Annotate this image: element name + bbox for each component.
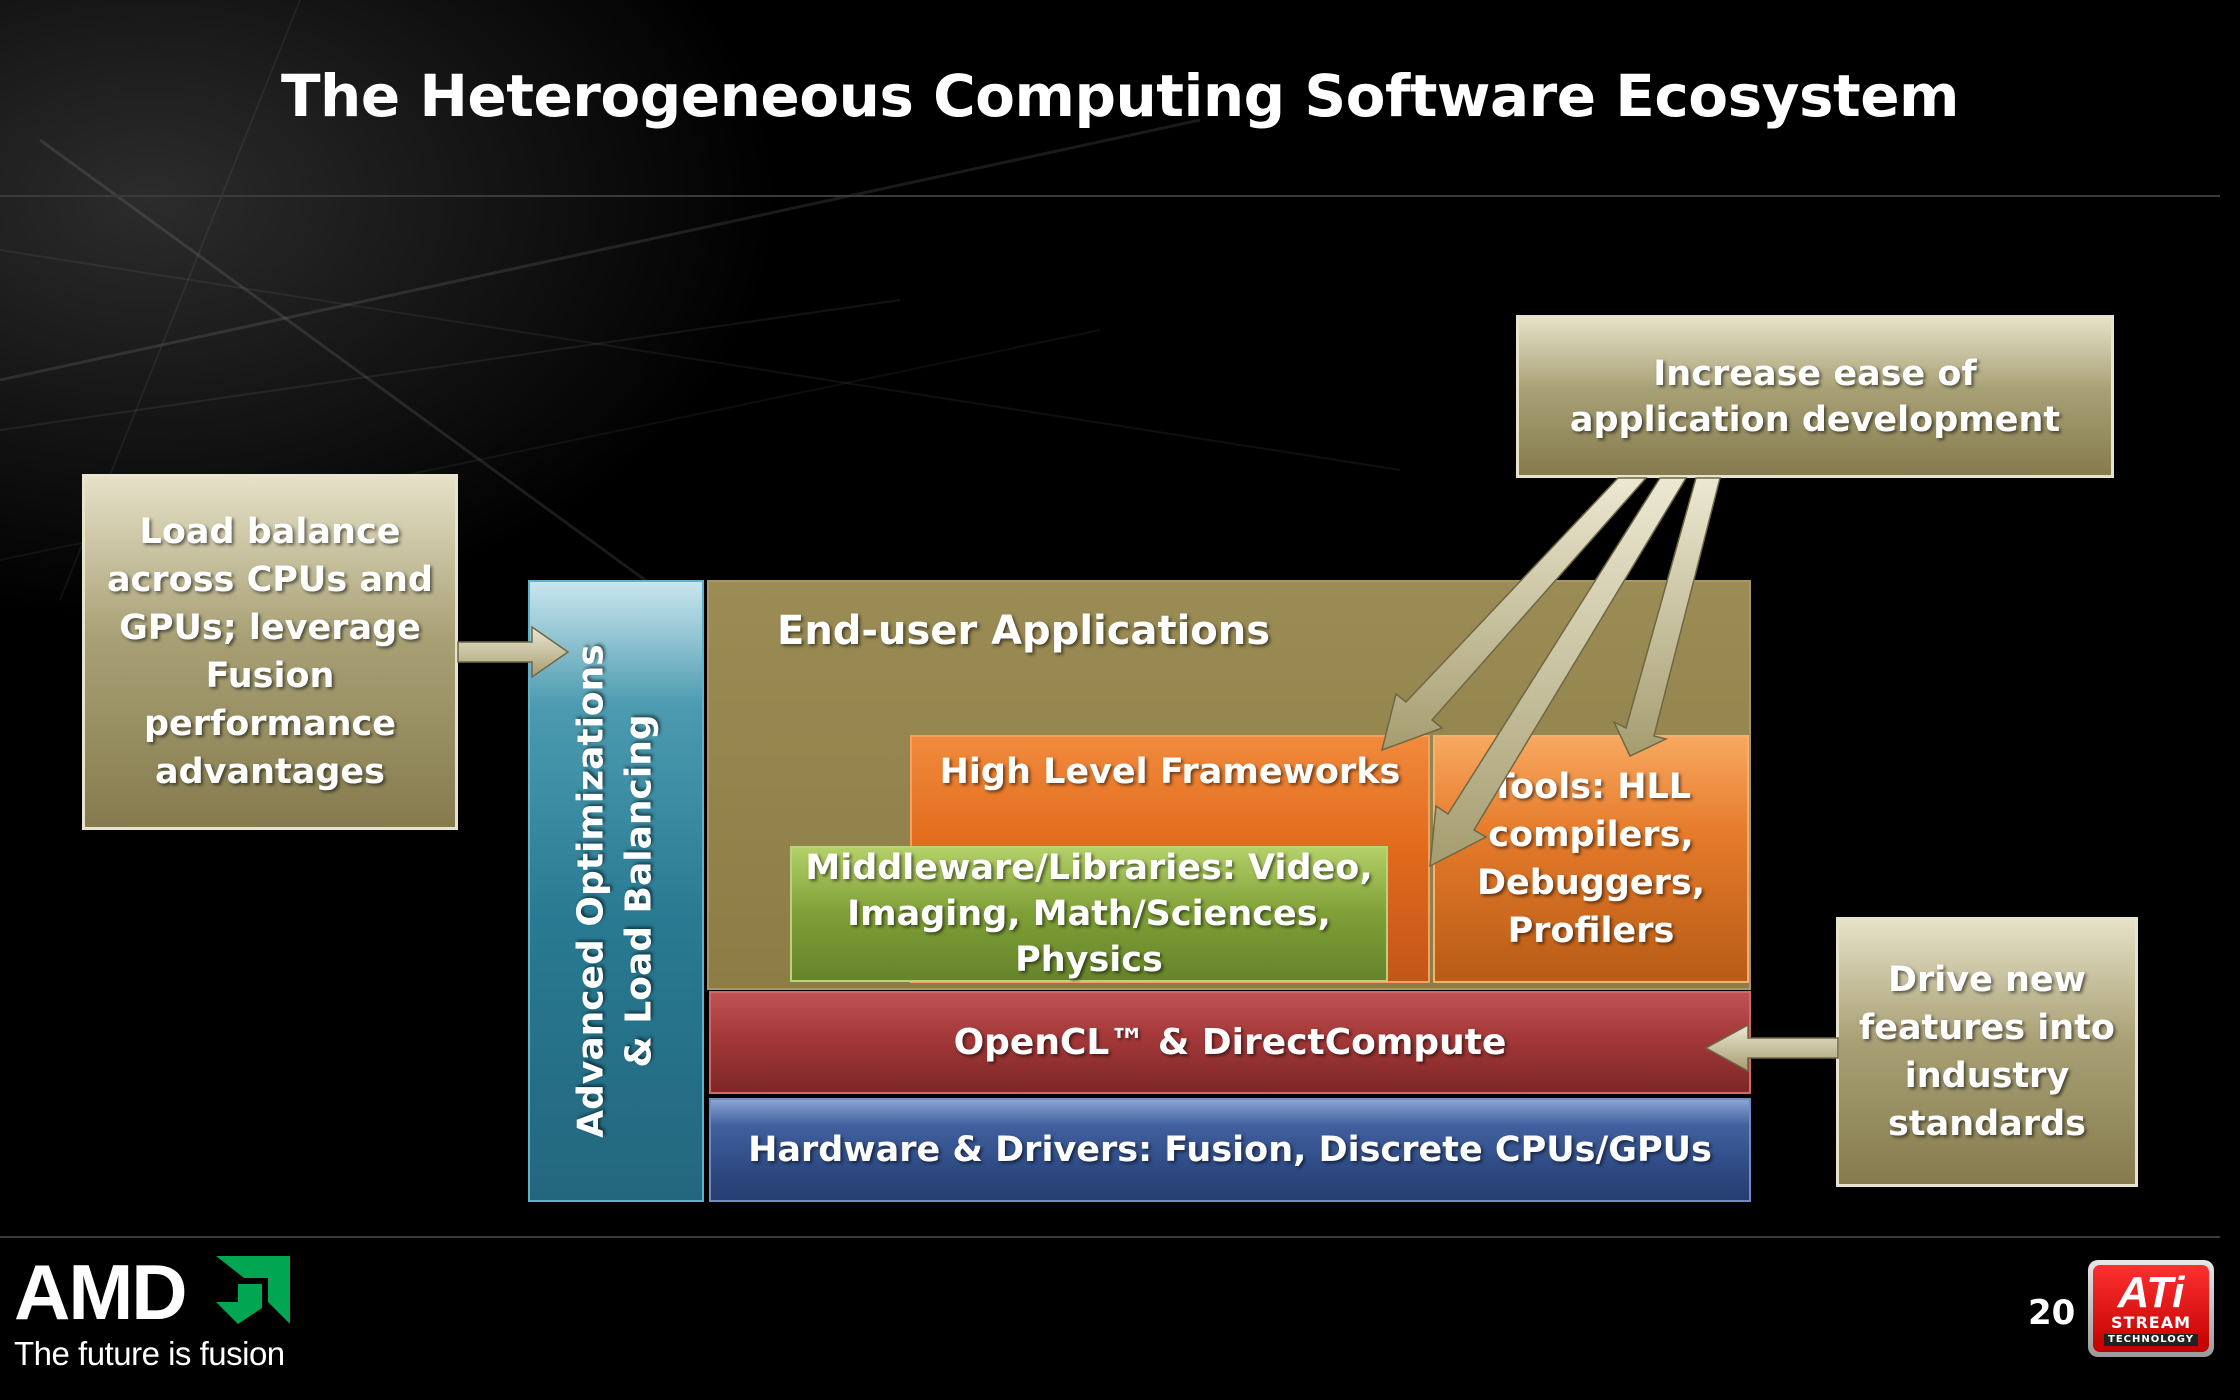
optimizations-label-line-2: & Load Balancing [619,714,660,1068]
ati-word: ATi [2117,1267,2185,1317]
page-number: 20 [2028,1293,2076,1333]
slide-title: The Heterogeneous Computing Software Eco… [280,62,1960,130]
middleware-libraries-box: Middleware/Libraries: Video, Imaging, Ma… [790,846,1388,982]
load-balance-callout: Load balance across CPUs and GPUs; lever… [82,474,458,830]
ati-badge-face: ATi STREAM TECHNOLOGY [2093,1265,2209,1352]
amd-arrow-icon [216,1256,290,1324]
ati-technology-word: TECHNOLOGY [2104,1333,2198,1346]
ati-stream-logo: ATi STREAM TECHNOLOGY [2088,1260,2214,1357]
ease-of-development-callout: Increase ease of application development [1516,315,2114,478]
optimizations-label-line-1: Advanced Optimizations [571,644,612,1138]
optimizations-bar: Advanced Optimizations & Load Balancing [528,580,704,1202]
applications-label: End-user Applications [777,608,1271,654]
bottom-divider [0,1236,2220,1238]
ati-stream-word: STREAM [2111,1312,2191,1332]
tools-box: Tools: HLL compilers, Debuggers, Profile… [1433,735,1749,983]
industry-standards-callout: Drive new features into industry standar… [1836,917,2138,1187]
opencl-directcompute-layer: OpenCL™ & DirectCompute [709,991,1751,1094]
optimizations-label: Advanced Optimizations & Load Balancing [568,644,664,1137]
tagline: The future is fusion [14,1335,285,1372]
amd-wordmark: AMD [14,1248,188,1336]
top-divider [0,195,2220,197]
hardware-drivers-layer: Hardware & Drivers: Fusion, Discrete CPU… [709,1098,1751,1202]
